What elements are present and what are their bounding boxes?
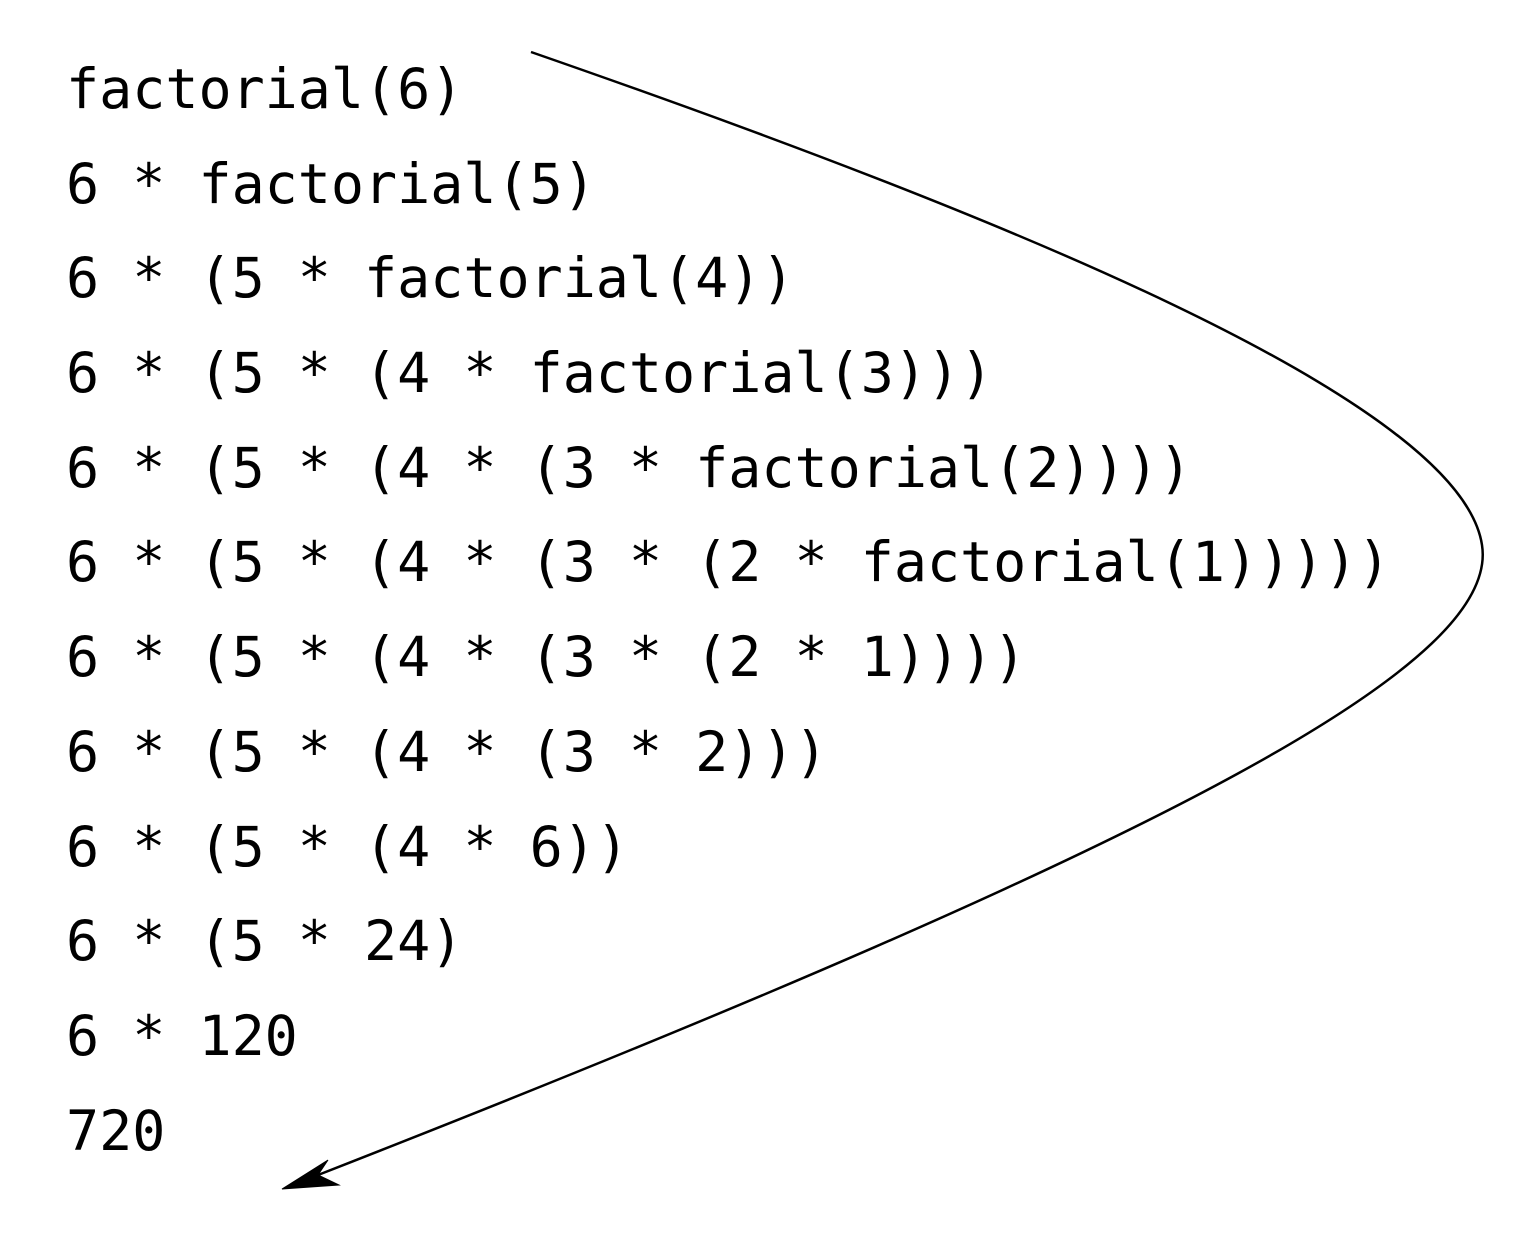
expansion-step: 6 * (5 * (4 * (3 * (2 * 1)))) (66, 625, 1027, 690)
expansion-step: 6 * (5 * (4 * (3 * (2 * factorial(1))))) (66, 530, 1391, 595)
expansion-step: factorial(6) (66, 57, 464, 121)
expansion-step: 6 * (5 * (4 * 6)) (66, 814, 629, 879)
arrow-curve (317, 50, 1485, 1177)
expansion-step: 6 * 120 (66, 1003, 298, 1068)
expansion-step: 6 * (5 * factorial(4)) (66, 246, 795, 311)
expansion-steps: factorial(6) 6 * factorial(5) 6 * (5 * f… (66, 42, 1391, 1178)
expansion-step: 6 * (5 * 24) (66, 909, 464, 974)
expansion-step: 6 * factorial(5) (66, 151, 596, 216)
arrowhead-icon (281, 1159, 341, 1190)
expansion-step: 6 * (5 * (4 * (3 * 2))) (66, 719, 828, 784)
expansion-step: 720 (66, 1098, 166, 1163)
expansion-step: 6 * (5 * (4 * (3 * factorial(2)))) (66, 435, 1192, 500)
expansion-step: 6 * (5 * (4 * factorial(3))) (66, 341, 994, 406)
